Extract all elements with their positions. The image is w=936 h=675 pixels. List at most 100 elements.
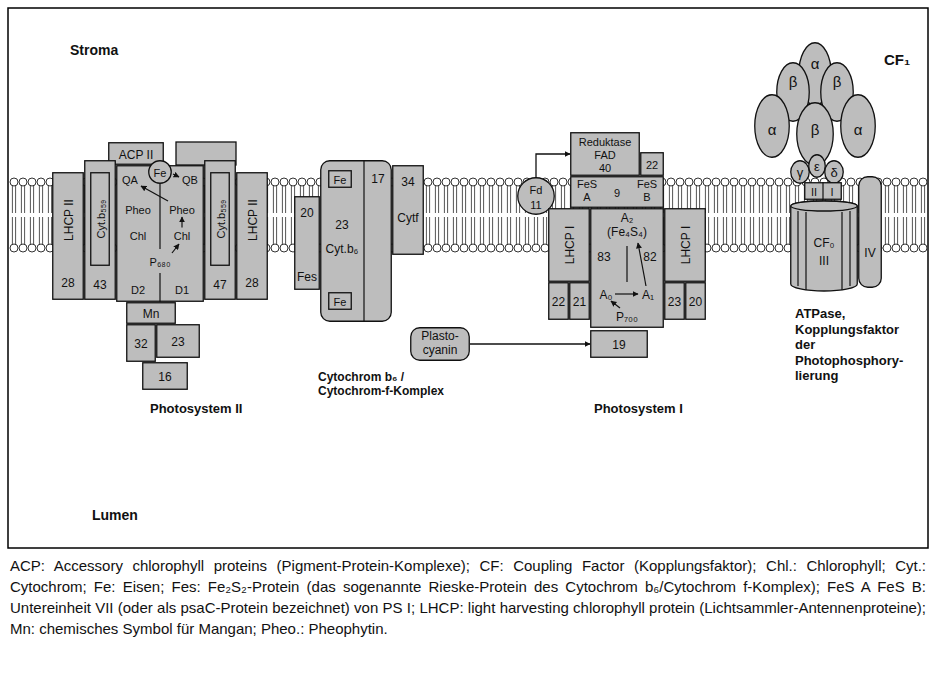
region-label: CF₁ — [884, 51, 910, 69]
lipid-head — [424, 244, 432, 252]
shape-outline — [804, 182, 842, 200]
lipid-tail — [912, 217, 913, 244]
protein-box: 16 — [142, 362, 188, 390]
atpase-subunit: γ — [790, 160, 810, 184]
lipid-tail — [462, 186, 463, 213]
lipid-head — [775, 178, 783, 186]
shape-fill — [117, 166, 204, 302]
lipid-tail — [447, 186, 448, 213]
lipid-head — [460, 244, 468, 252]
lipid-head — [10, 244, 18, 252]
cytochrome-box: Cyt.b₅₅₉ — [90, 172, 110, 266]
protein-label: ε — [814, 160, 820, 175]
lipid-tail — [897, 217, 898, 244]
electron-flow-arrow — [141, 186, 168, 201]
protein-label: Mn — [143, 308, 160, 322]
lipid-tail — [750, 186, 751, 213]
shape-fill — [329, 293, 352, 310]
protein-label: β — [789, 73, 798, 90]
lipid-head — [748, 178, 756, 186]
lipid-tail — [921, 217, 922, 244]
protein-label: 16 — [158, 371, 171, 385]
shape-outline — [858, 176, 882, 288]
protein-box: 32 — [126, 324, 156, 362]
lipid-tail — [714, 217, 715, 244]
protein-label: 21 — [573, 296, 586, 310]
lipid-head — [523, 244, 531, 252]
protein-box: IV — [858, 176, 882, 288]
lipid-tail — [465, 217, 466, 244]
lipid-tail — [444, 186, 445, 213]
lipid-tail — [480, 217, 481, 244]
protein-label: FeS A — [573, 178, 601, 203]
figure-frame — [8, 8, 928, 548]
lipid-tail — [903, 217, 904, 244]
lipid-head — [712, 244, 720, 252]
region-label: Photosystem I — [594, 401, 683, 417]
protein-label: A₁ — [642, 289, 654, 303]
lipid-tail — [789, 186, 790, 213]
shape-fill — [295, 197, 320, 290]
heme-box: Fe — [328, 170, 352, 188]
lhcp-box: LHCP II28 — [236, 172, 268, 300]
lipid-head — [775, 244, 783, 252]
shape-fill — [329, 171, 352, 188]
electron-flow-arrow — [615, 293, 638, 294]
protein-label: Pheo — [169, 204, 195, 217]
lipid-tail — [921, 186, 922, 213]
protein-label: I — [830, 186, 833, 199]
shape-fill — [157, 325, 200, 358]
protein-label: 40 — [599, 161, 611, 174]
protein-label: 43 — [93, 279, 106, 293]
lipid-tail — [786, 217, 787, 244]
shape-fill — [571, 177, 664, 208]
atpase-subunit: ε — [808, 154, 826, 178]
lipid-tail — [501, 217, 502, 244]
divider-line — [805, 212, 806, 290]
lipid-tail — [30, 186, 31, 213]
lipid-tail — [723, 217, 724, 244]
protein-label: 20 — [689, 296, 702, 310]
lipid-tail — [906, 186, 907, 213]
shape-fill — [825, 161, 844, 184]
lipid-head — [532, 244, 540, 252]
lipid-tail — [492, 186, 493, 213]
lipid-tail — [546, 217, 547, 244]
lipid-tail — [753, 186, 754, 213]
protein-label: FAD — [594, 148, 615, 161]
lipid-tail — [771, 217, 772, 244]
protein-label: 17 — [371, 173, 384, 187]
lipid-tail — [24, 186, 25, 213]
lipid-tail — [33, 217, 34, 244]
protein-label: α — [768, 121, 777, 138]
protein-label: Cytf — [397, 212, 418, 226]
protein-label: 22 — [646, 159, 658, 172]
reaction-center-box: A₂ (Fe₄S₄)8382A₀A₁P₇₀₀ — [590, 208, 664, 328]
lipid-tail — [291, 217, 292, 244]
protein-label: 83 — [597, 251, 610, 265]
lipid-tail — [39, 186, 40, 213]
lipid-head — [892, 244, 900, 252]
lipid-tail — [777, 217, 778, 244]
lipid-tail — [429, 217, 430, 244]
shape-fill — [791, 201, 858, 291]
lipid-head — [28, 244, 36, 252]
shape-fill — [686, 283, 706, 320]
lipid-head — [37, 244, 45, 252]
lipid-tail — [888, 186, 889, 213]
lipid-tail — [48, 186, 49, 213]
lipid-tail — [510, 217, 511, 244]
divider-line — [626, 246, 627, 282]
lipid-tail — [915, 186, 916, 213]
divider-line — [849, 211, 850, 286]
lipid-tail — [456, 186, 457, 213]
shape-fill — [143, 363, 188, 390]
protein-box: 22 — [548, 282, 569, 320]
protein-label: A₂ (Fe₄S₄) — [601, 212, 653, 240]
protein-label: 47 — [213, 279, 226, 293]
shape-fill — [85, 161, 116, 300]
lipid-tail — [501, 186, 502, 213]
lipid-head — [685, 178, 693, 186]
lipid-tail — [912, 186, 913, 213]
lipid-tail — [51, 186, 52, 213]
